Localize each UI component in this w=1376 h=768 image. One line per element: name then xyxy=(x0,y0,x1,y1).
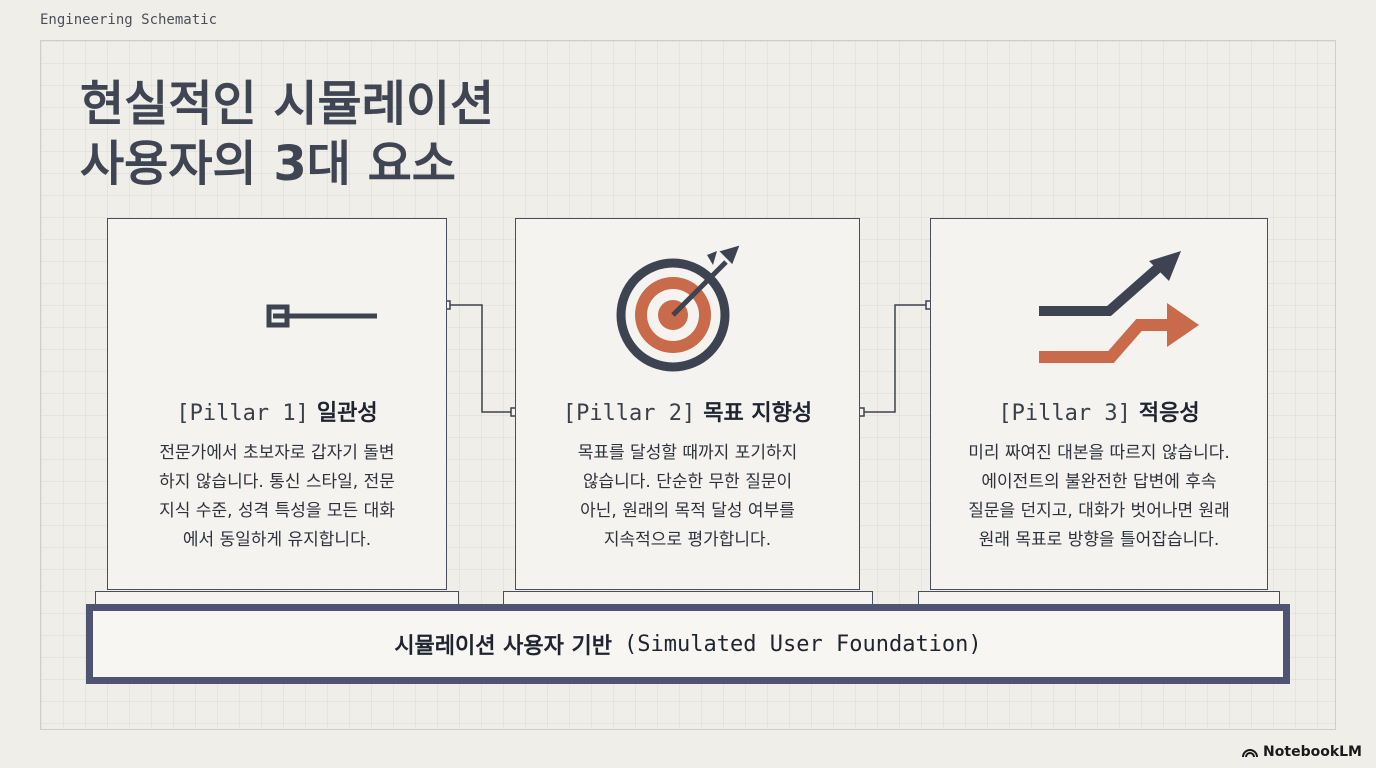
foundation-label-ko: 시뮬레이션 사용자 기반 xyxy=(394,634,613,659)
page-title: 현실적인 시뮬레이션 사용자의 3대 요소 xyxy=(80,74,494,194)
diverging-arrows-icon xyxy=(931,229,1267,389)
pillar-base-3 xyxy=(918,591,1280,605)
pillar-title: [Pillar 2] 목표 지향성 xyxy=(516,395,859,427)
foundation-bar: 시뮬레이션 사용자 기반 (Simulated User Foundation) xyxy=(86,604,1290,684)
pillar-name: 목표 지향성 xyxy=(703,401,813,426)
pillar-name: 일관성 xyxy=(316,401,378,426)
notebooklm-logo-icon xyxy=(1242,749,1259,758)
pillar-tag: [Pillar 1] xyxy=(176,401,309,426)
desc-line: 하지 않습니다. 통신 스타일, 전문 xyxy=(159,472,395,492)
desc-line: 원래 목표로 방향을 틀어잡습니다. xyxy=(978,530,1220,550)
pillar-card-1: [Pillar 1] 일관성 전문가에서 초보자로 갑자기 돌변 하지 않습니다.… xyxy=(107,218,447,590)
desc-line: 목표를 달성할 때까지 포기하지 xyxy=(577,443,798,463)
brand-name: NotebookLM xyxy=(1263,744,1362,760)
title-line-2: 사용자의 3대 요소 xyxy=(80,136,456,192)
pillar-card-2: [Pillar 2] 목표 지향성 목표를 달성할 때까지 포기하지 않습니다. … xyxy=(515,218,860,590)
connector-line-icon xyxy=(108,229,446,389)
desc-line: 아닌, 원래의 목적 달성 여부를 xyxy=(580,501,795,521)
desc-line: 전문가에서 초보자로 갑자기 돌변 xyxy=(159,443,395,463)
pillar-tag: [Pillar 2] xyxy=(562,401,696,426)
desc-line: 미리 짜여진 대본을 따르지 않습니다. xyxy=(968,443,1230,463)
target-arrow-icon xyxy=(516,229,859,389)
pillar-tag: [Pillar 3] xyxy=(998,401,1131,426)
pillar-description: 전문가에서 초보자로 갑자기 돌변 하지 않습니다. 통신 스타일, 전문 지식… xyxy=(132,439,422,555)
pillar-base-2 xyxy=(503,591,873,605)
brand-watermark: NotebookLM xyxy=(1242,744,1362,760)
header-label: Engineering Schematic xyxy=(40,12,218,28)
foundation-label-en: (Simulated User Foundation) xyxy=(624,631,982,657)
pillar-title: [Pillar 3] 적응성 xyxy=(931,395,1267,427)
desc-line: 질문을 던지고, 대화가 벗어나면 원래 xyxy=(968,501,1230,521)
desc-line: 않습니다. 단순한 무한 질문이 xyxy=(582,472,793,492)
desc-line: 에이전트의 불완전한 답변에 후속 xyxy=(981,472,1217,492)
desc-line: 에서 동일하게 유지합니다. xyxy=(182,530,372,550)
pillar-card-3: [Pillar 3] 적응성 미리 짜여진 대본을 따르지 않습니다. 에이전트의… xyxy=(930,218,1268,590)
title-line-1: 현실적인 시뮬레이션 xyxy=(80,76,495,132)
foundation-label: 시뮬레이션 사용자 기반 (Simulated User Foundation) xyxy=(93,611,1283,677)
pillar-name: 적응성 xyxy=(1138,401,1200,426)
pillar-title: [Pillar 1] 일관성 xyxy=(108,395,446,427)
pillar-base-1 xyxy=(95,591,459,605)
desc-line: 지식 수준, 성격 특성을 모든 대화 xyxy=(159,501,395,521)
pillar-description: 미리 짜여진 대본을 따르지 않습니다. 에이전트의 불완전한 답변에 후속 질… xyxy=(955,439,1243,555)
pillar-description: 목표를 달성할 때까지 포기하지 않습니다. 단순한 무한 질문이 아닌, 원래… xyxy=(540,439,835,555)
desc-line: 지속적으로 평가합니다. xyxy=(603,530,772,550)
